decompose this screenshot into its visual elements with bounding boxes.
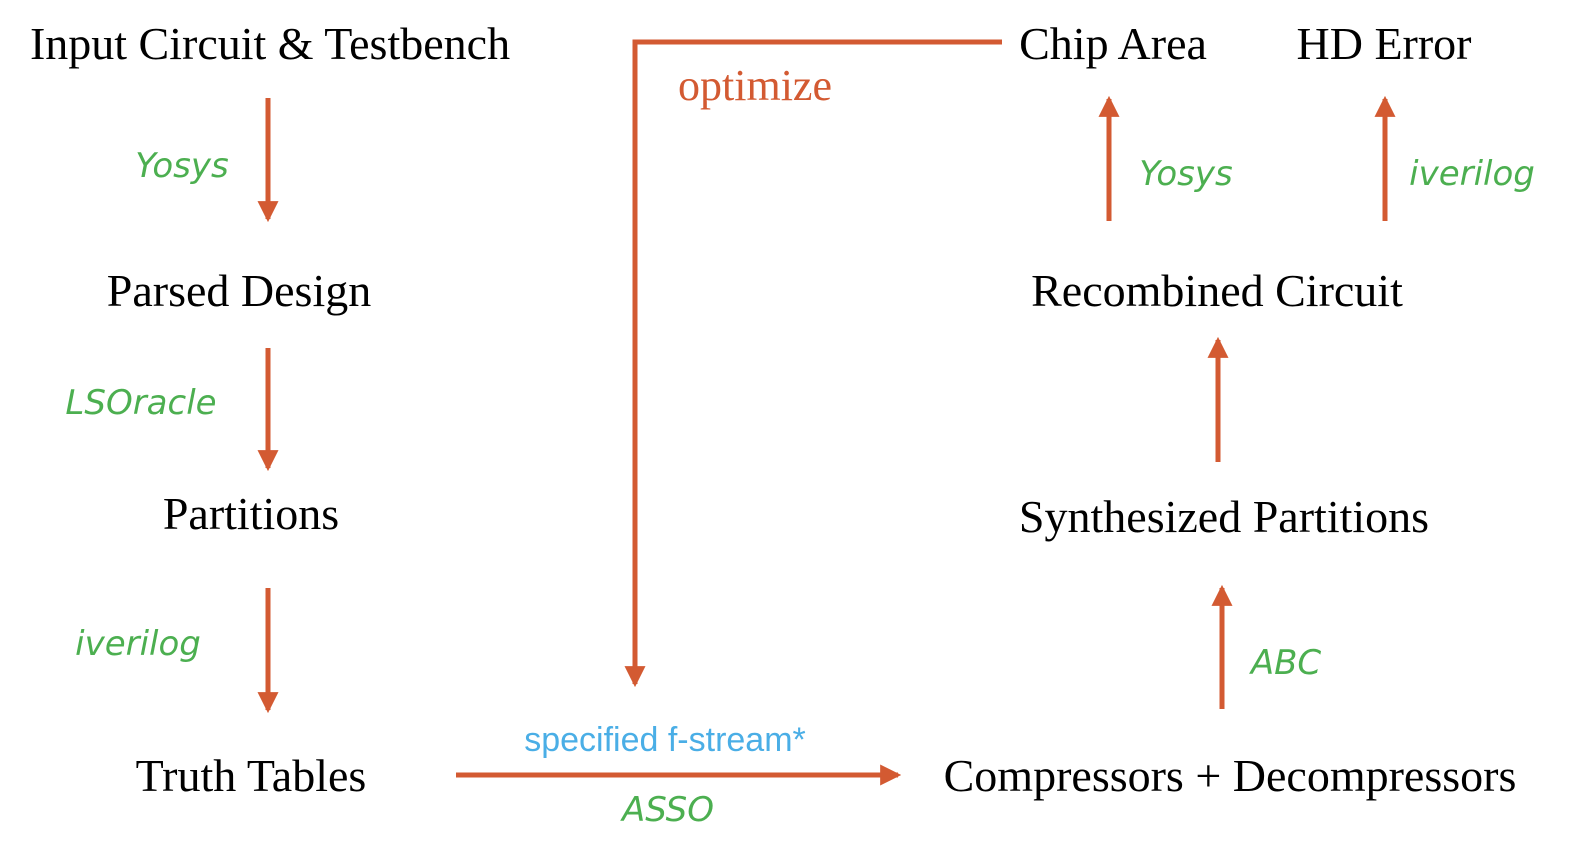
f-stream-label: specified f-stream* <box>524 721 806 759</box>
tool-label-abc: ABC <box>1250 643 1322 683</box>
node-compressors: Compressors + Decompressors <box>943 750 1517 801</box>
tool-label-iverilog-truth: iverilog <box>75 624 201 664</box>
node-hd-error: HD Error <box>1296 18 1472 69</box>
node-parsed-design: Parsed Design <box>106 265 372 316</box>
tool-label-asso: ASSO <box>622 790 714 830</box>
node-recombined-circuit: Recombined Circuit <box>1031 265 1403 316</box>
tool-label-iverilog-error: iverilog <box>1409 154 1535 194</box>
tool-label-lsoracle: LSOracle <box>65 383 217 423</box>
optimize-label: optimize <box>678 61 832 110</box>
node-partitions: Partitions <box>162 488 340 539</box>
arrow-optimize-loop <box>624 39 1002 688</box>
node-synthesized-partitions: Synthesized Partitions <box>1018 491 1430 542</box>
tool-label-yosys-parse: Yosys <box>135 146 229 186</box>
node-chip-area: Chip Area <box>1019 18 1207 69</box>
tool-label-yosys-area: Yosys <box>1139 154 1233 194</box>
node-truth-tables: Truth Tables <box>135 750 367 801</box>
node-input-circuit: Input Circuit & Testbench <box>29 18 511 69</box>
